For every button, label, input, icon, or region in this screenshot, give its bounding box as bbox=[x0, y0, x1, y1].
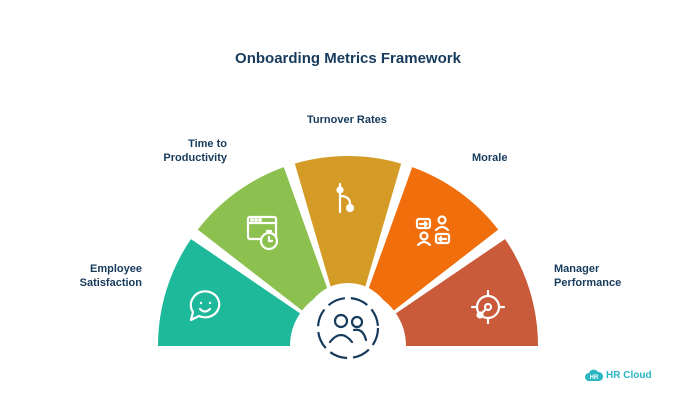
team-people-icon bbox=[328, 313, 368, 344]
svg-text:HR: HR bbox=[590, 375, 599, 381]
segment-manager-performance bbox=[395, 239, 539, 346]
label-turnover-rates: Turnover Rates bbox=[307, 114, 387, 126]
target-icon bbox=[470, 289, 506, 325]
chat-smile-icon bbox=[189, 290, 221, 322]
label-morale: Morale bbox=[472, 152, 508, 164]
branch-path-icon bbox=[336, 182, 355, 214]
label-time-to-productivity: Time to Productivity bbox=[163, 138, 227, 164]
segment-turnover-rates bbox=[294, 155, 402, 291]
center-hub bbox=[303, 283, 393, 373]
diagram-title: Onboarding Metrics Framework bbox=[235, 50, 461, 67]
logo-text: HR Cloud bbox=[606, 369, 652, 381]
label-employee-satisfaction: Employee Satisfaction bbox=[79, 263, 142, 289]
cloud-icon: HR bbox=[585, 369, 603, 381]
hr-cloud-logo: HR HR Cloud bbox=[585, 366, 652, 384]
people-exchange-icon bbox=[415, 215, 451, 247]
browser-stopwatch-icon bbox=[246, 215, 279, 251]
segment-morale bbox=[367, 167, 499, 311]
label-manager-performance: Manager Performance bbox=[554, 263, 622, 289]
